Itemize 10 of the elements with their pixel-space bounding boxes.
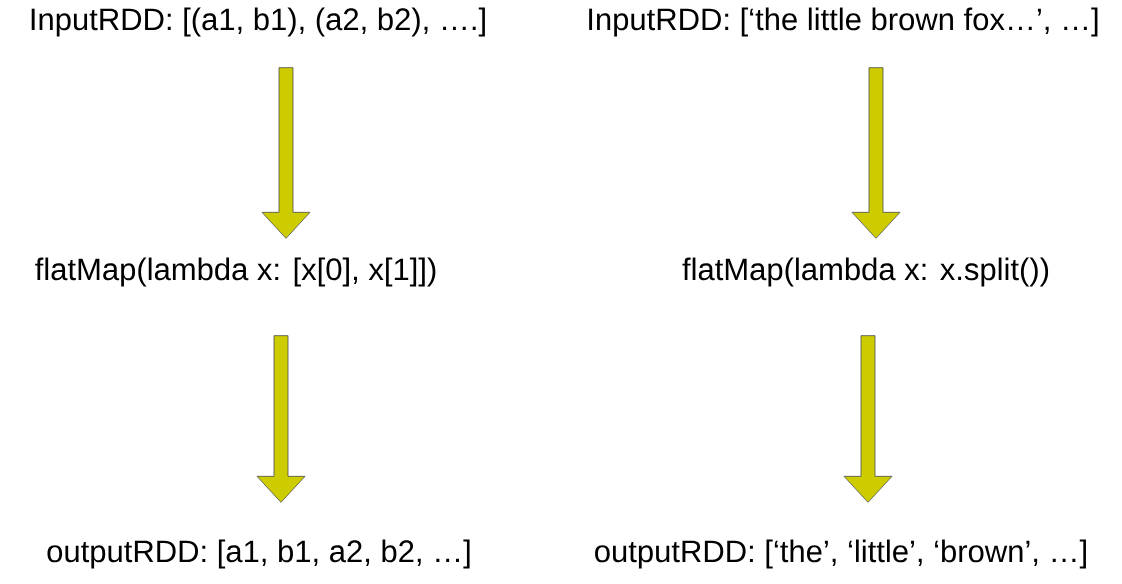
- block-arrow: [256, 335, 306, 503]
- block-arrow: [843, 335, 893, 503]
- code-text: InputRDD: [‘the little brown fox…’, …]: [589, 7, 1098, 37]
- code-text: outputRDD: [a1, b1, a2, b2, …]: [47, 539, 470, 569]
- code-text: InputRDD: [(a1, b1), (a2, b2), ….]: [31, 7, 485, 37]
- code-text: flatMap(lambda x: x.split()): [682, 257, 1049, 287]
- block-arrow: [851, 67, 901, 239]
- code-text: flatMap(lambda x: [x[0], x[1]]): [35, 257, 436, 287]
- block-arrow: [261, 67, 311, 239]
- code-text: outputRDD: [‘the’, ‘little’, ‘brown’, …]: [595, 539, 1086, 569]
